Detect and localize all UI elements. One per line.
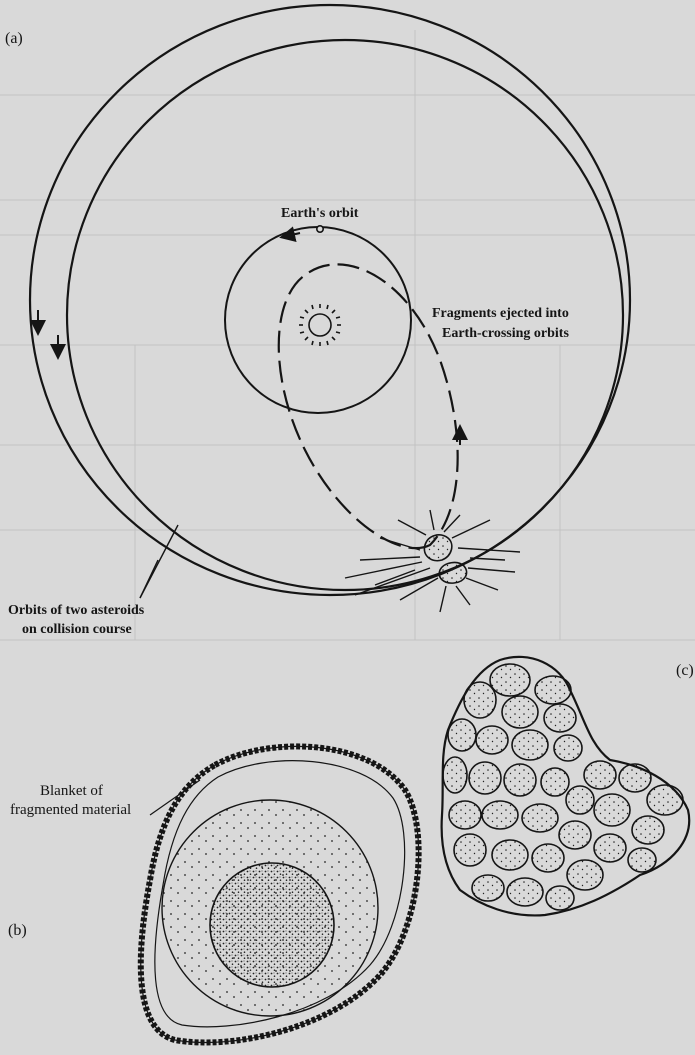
panel-b-letter: (b) bbox=[8, 922, 27, 939]
ejecta-lines bbox=[345, 510, 520, 612]
fragments-label-line1: Fragments ejected into bbox=[432, 305, 569, 322]
panel-b-cross-section bbox=[141, 746, 419, 1042]
dense-core bbox=[210, 863, 334, 987]
panel-a-letter: (a) bbox=[5, 30, 23, 47]
sun-icon bbox=[299, 304, 341, 346]
panel-c-letter: (c) bbox=[676, 662, 694, 679]
asteroid-label-leader-2 bbox=[140, 560, 158, 598]
asteroid-orbits-label-line2: on collision course bbox=[22, 621, 132, 638]
panel-c-breccia bbox=[442, 657, 690, 916]
asteroid-orbits-label-line1: Orbits of two asteroids bbox=[8, 602, 144, 619]
fragments-label-line2: Earth-crossing orbits bbox=[442, 325, 569, 342]
blanket-label-line2: fragmented material bbox=[10, 802, 131, 819]
asteroid-orbit-outer bbox=[30, 5, 630, 595]
blanket-label-line1: Blanket of bbox=[40, 783, 103, 800]
background-bleedthrough bbox=[0, 30, 695, 640]
fragment-orbit-dashed bbox=[279, 264, 458, 548]
earth-orbit-label: Earth's orbit bbox=[281, 205, 358, 222]
earth-marker bbox=[317, 226, 323, 232]
